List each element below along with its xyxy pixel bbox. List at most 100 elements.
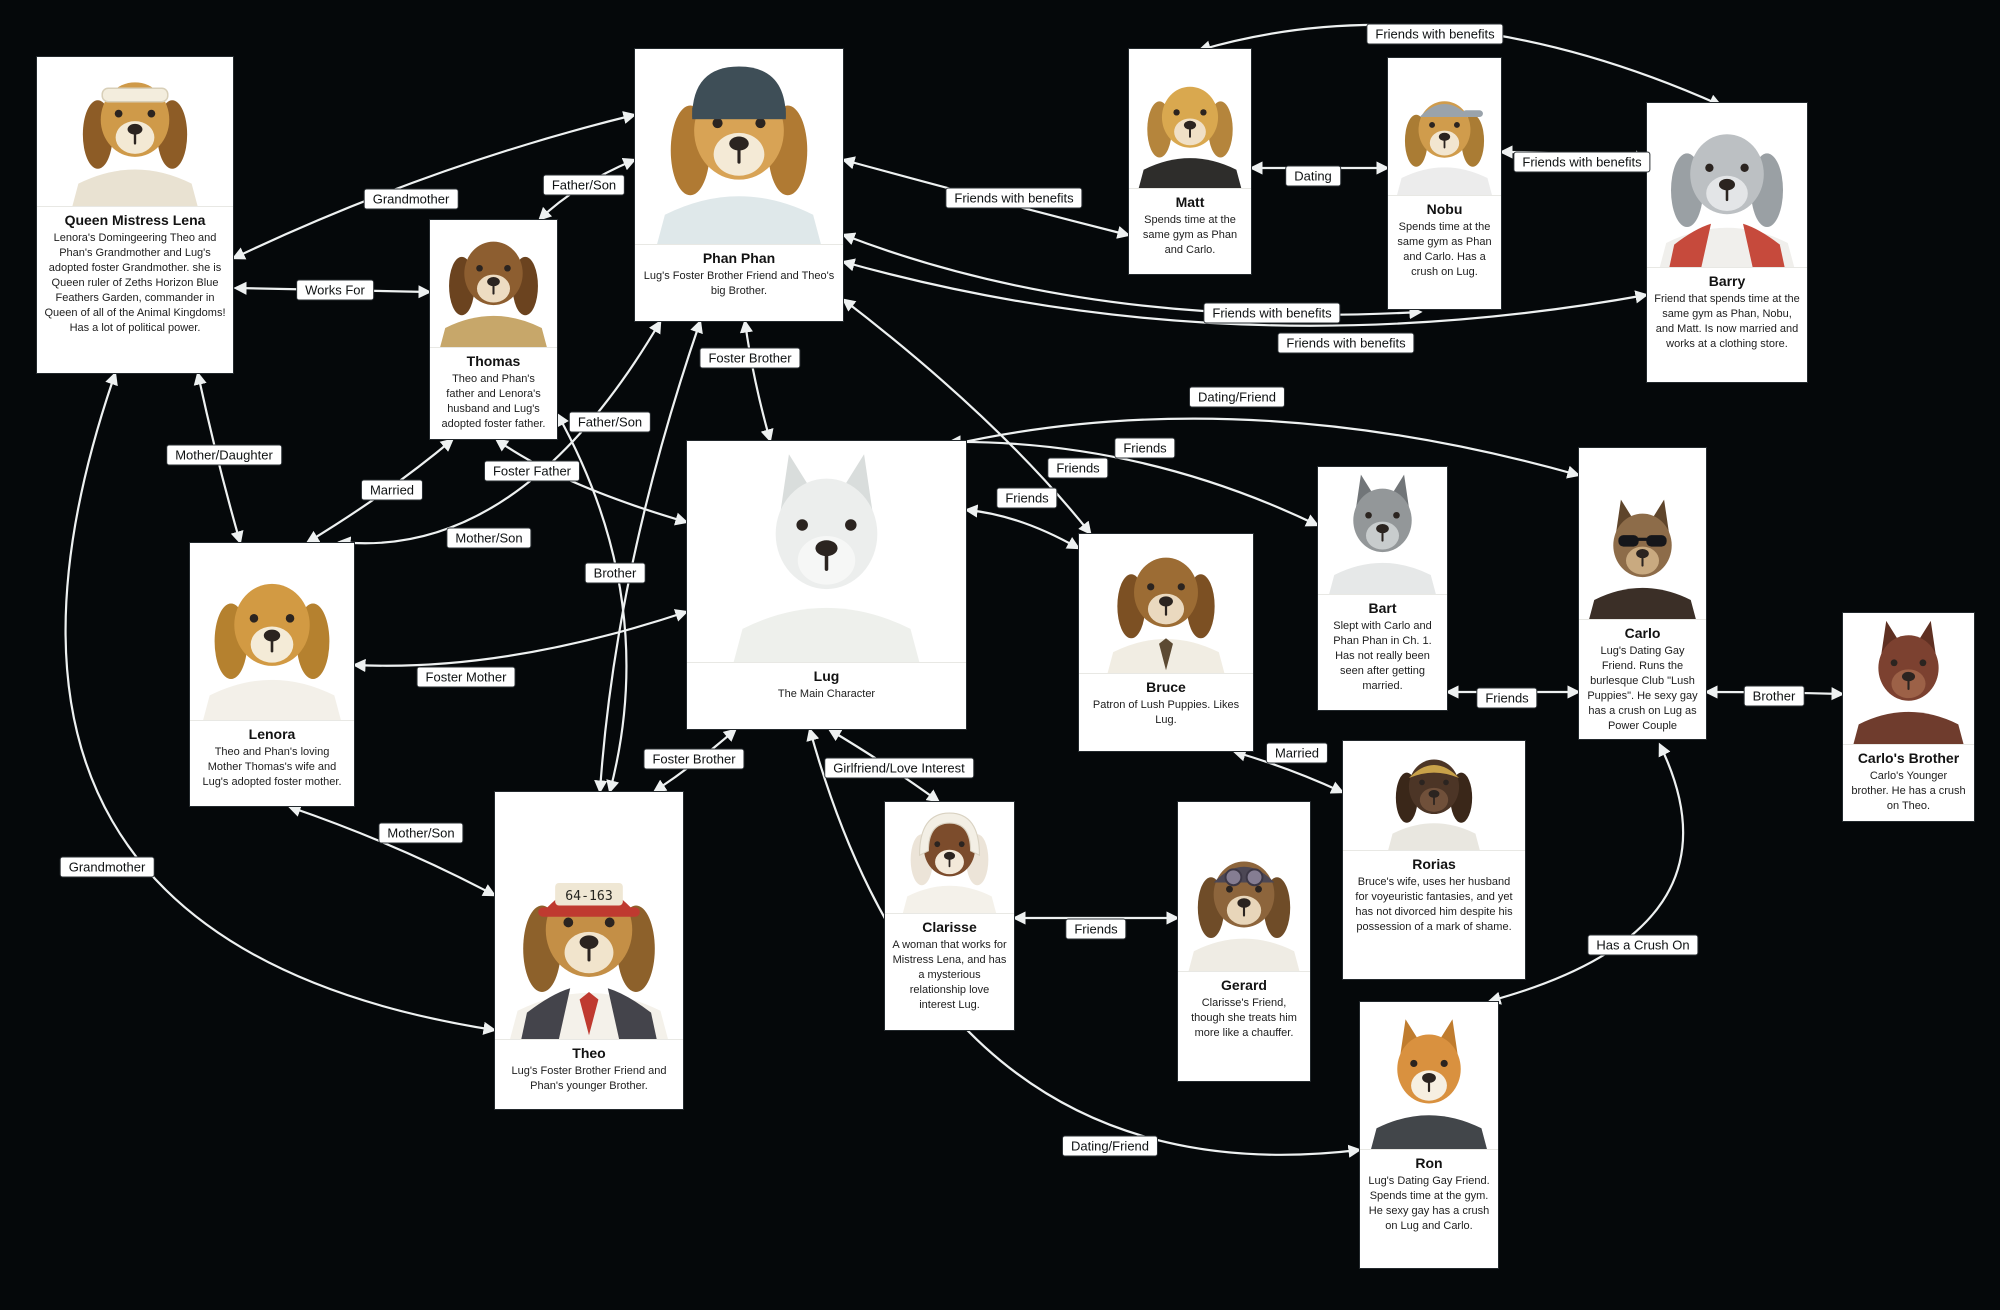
dog-portrait-icon: [641, 49, 837, 244]
clarisse-portrait: [885, 802, 1014, 914]
dog-portrait-icon: [190, 556, 354, 720]
character-name: Ron: [1415, 1155, 1443, 1171]
character-name: Matt: [1175, 194, 1205, 210]
lug-portrait: [687, 441, 966, 663]
relationship-label: Friends: [996, 487, 1058, 509]
character-description: Patron of Lush Puppies. Likes Lug.: [1092, 699, 1240, 726]
relationship-label: Mother/Son: [446, 527, 532, 549]
relationship-label: Brother: [1743, 685, 1805, 707]
relationship-arrow: [739, 319, 774, 443]
relationship-arrow: [352, 609, 689, 673]
dog-portrait-icon: [1096, 534, 1236, 673]
character-description: Friend that spends time at the same gym …: [1654, 293, 1800, 350]
character-description: Bruce's wife, uses her husband for voyeu…: [1355, 876, 1513, 933]
dog-portrait-icon: [430, 220, 557, 347]
relationship-label: Friends: [1065, 918, 1127, 940]
relationship-label: Has a Crush On: [1587, 934, 1699, 956]
rorias-portrait: [1343, 741, 1525, 851]
theo-portrait: 64-163: [495, 792, 683, 1040]
character-name: Bruce: [1146, 679, 1186, 695]
character-description: Lug's Foster Brother Friend and Phan's y…: [511, 1065, 667, 1092]
character-description: A woman that works for Mistress Lena, an…: [892, 939, 1007, 1011]
character-name: Gerard: [1221, 977, 1267, 993]
dog-portrait-icon: 64-163: [495, 851, 683, 1039]
relationship-label: Friends with benefits: [1513, 151, 1651, 173]
lena-portrait: [37, 57, 233, 207]
dog-portrait-icon: [1360, 1011, 1498, 1149]
dog-portrait-icon: [1579, 492, 1706, 619]
character-description: Spends time at the same gym as Phan and …: [1142, 214, 1238, 256]
dog-portrait-icon: [716, 441, 937, 662]
dog-portrait-icon: [60, 57, 210, 206]
nobu-portrait: [1388, 58, 1501, 196]
dog-portrait-icon: [1379, 741, 1489, 850]
dog-portrait-icon: [1178, 839, 1310, 971]
character-name: Nobu: [1426, 201, 1463, 217]
carlo-portrait: [1579, 448, 1706, 620]
relationship-label: Friends with benefits: [1366, 23, 1504, 45]
relationship-label: Grandmother: [59, 856, 155, 878]
relationship-label: Foster Brother: [643, 748, 745, 770]
character-description: Spends time at the same gym as Phan and …: [1397, 221, 1492, 278]
character-name: Bart: [1368, 600, 1397, 616]
relationship-label: Father/Son: [542, 174, 626, 196]
relationship-label: Dating/Friend: [1188, 386, 1286, 408]
character-name: Phan Phan: [702, 250, 776, 266]
relationship-arrow: [64, 371, 497, 1035]
character-name: Queen Mistress Lena: [64, 212, 206, 228]
character-name: Lug: [813, 668, 840, 684]
character-name: Lenora: [248, 726, 296, 742]
relationship-arrow: [594, 319, 703, 794]
relationship-arrow: [841, 298, 1092, 536]
gerard-portrait: [1178, 802, 1310, 972]
phan-portrait: [635, 49, 843, 245]
lenora-portrait: [190, 543, 354, 721]
character-name: Clarisse: [922, 919, 977, 935]
character-name: Carlo: [1624, 625, 1661, 641]
relationship-label: Friends: [1114, 437, 1176, 459]
relationship-label: Friends with benefits: [945, 187, 1083, 209]
character-description: Lug's Dating Gay Friend. Runs the burles…: [1587, 645, 1698, 732]
relationship-label: Foster Brother: [699, 347, 801, 369]
relationship-label: Grandmother: [363, 188, 459, 210]
relationship-label: Father/Son: [568, 411, 652, 433]
relationship-arrow: [1487, 742, 1685, 1005]
barry-portrait: [1647, 103, 1807, 268]
character-name: Thomas: [466, 353, 521, 369]
bart-portrait: [1318, 467, 1447, 595]
character-description: Carlo's Younger brother. He has a crush …: [1851, 770, 1966, 812]
relationship-label: Foster Mother: [416, 666, 516, 688]
relationship-label: Friends with benefits: [1203, 302, 1341, 324]
relationship-arrow: [806, 727, 1362, 1158]
dog-portrait-icon: [1388, 82, 1501, 195]
dog-portrait-icon: [1319, 467, 1446, 594]
character-card-clarisse[interactable]: Clarisse A woman that works for Mistress …: [884, 801, 1015, 1031]
dog-portrait-icon: [1647, 107, 1807, 267]
character-description: Theo and Phan's father and Lenora's husb…: [441, 373, 546, 430]
relationship-arrow: [231, 111, 637, 260]
dog-portrait-icon: [1843, 613, 1974, 744]
relationship-label: Married: [1265, 742, 1329, 764]
character-description: Slept with Carlo and Phan Phan in Ch. 1.…: [1333, 620, 1432, 692]
relationship-label: Mother/Son: [378, 822, 464, 844]
relationship-label: Friends: [1047, 457, 1109, 479]
relationship-arrow: [964, 504, 1081, 550]
thomas-portrait: [430, 220, 557, 348]
carlobro-portrait: [1843, 613, 1974, 745]
